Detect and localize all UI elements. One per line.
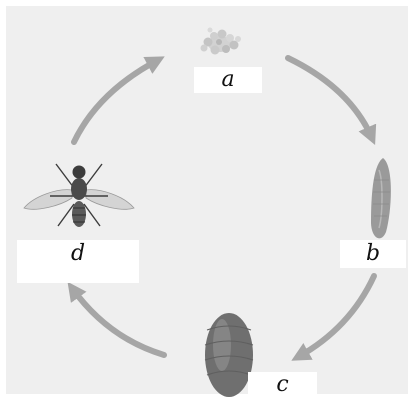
- stage-label-a: a: [194, 67, 262, 93]
- cycle-arrow-c-to-d: [72, 288, 164, 355]
- cycle-arrow-d-to-a: [74, 60, 158, 142]
- stage-label-c: c: [248, 372, 317, 398]
- larva-icon: [371, 158, 391, 238]
- pupa-icon: [205, 313, 253, 397]
- cycle-arrow-a-to-b: [288, 58, 372, 138]
- cycle-arrow-b-to-c: [298, 276, 374, 357]
- stage-label-d: d: [17, 240, 139, 283]
- adult-fly-icon: [24, 164, 134, 227]
- egg-cluster-icon: [201, 28, 242, 55]
- stage-label-b: b: [340, 240, 406, 268]
